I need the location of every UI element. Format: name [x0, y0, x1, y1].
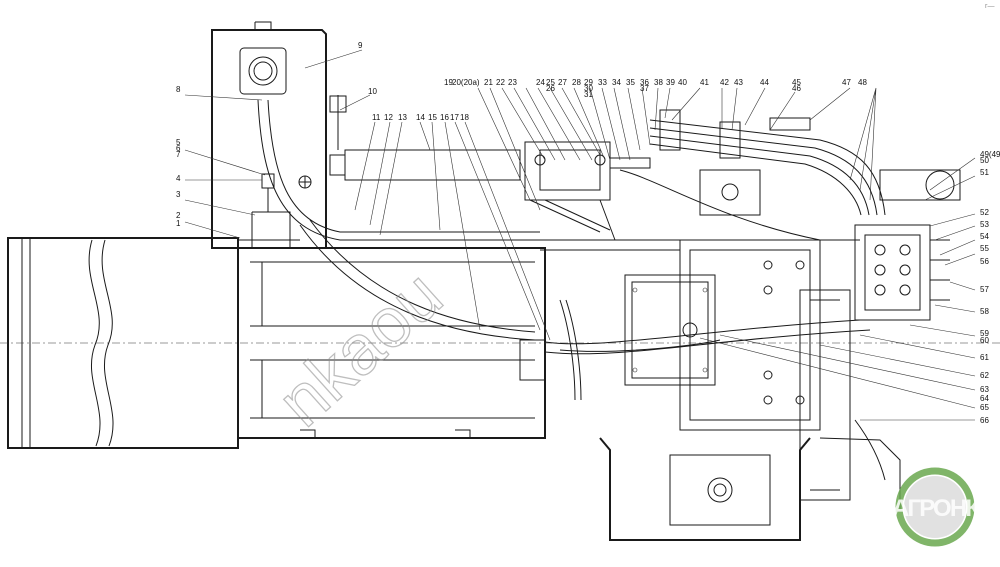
agronk-logo: АГРОНК	[892, 467, 980, 547]
callout-63: 64	[980, 394, 989, 403]
watermark-text: nkaou	[263, 256, 457, 442]
callout-57: 58	[980, 307, 989, 316]
callout-23: 23	[508, 78, 517, 87]
callout-13: 13	[398, 113, 407, 122]
callout-3: 3	[176, 190, 181, 199]
callout-59: 60	[980, 336, 989, 345]
callout-36: 37	[640, 84, 649, 93]
callout-52: 53	[980, 220, 989, 229]
callout-49: 50	[980, 156, 989, 165]
callout-16: 16	[440, 113, 449, 122]
callout-28: 28	[572, 78, 581, 87]
main-housing	[237, 247, 1000, 439]
callout-55: 56	[980, 257, 989, 266]
inspection-cover	[624, 274, 716, 386]
callout-21: 21	[484, 78, 493, 87]
callout-53: 54	[980, 232, 989, 241]
callout-37: 38	[654, 78, 663, 87]
callout-56: 57	[980, 285, 989, 294]
callout-7: 7	[176, 150, 181, 159]
callout-32: 33	[598, 78, 607, 87]
corner-mark: г—	[985, 3, 995, 10]
callout-58: 59	[980, 329, 989, 338]
left-axle-tube	[0, 237, 240, 449]
callout-45: 46	[792, 84, 801, 93]
callout-39: 40	[678, 78, 687, 87]
callout-41: 42	[720, 78, 729, 87]
callout-2: 2	[176, 211, 181, 220]
callout-46: 47	[842, 78, 851, 87]
callout-47: 48	[858, 78, 867, 87]
callout-60: 61	[980, 353, 989, 362]
callout-48: 49(49а, 49б)	[980, 150, 1000, 159]
callout-26: 26	[546, 84, 555, 93]
central-valve-block	[524, 141, 651, 241]
callout-38: 39	[666, 78, 675, 87]
callout-19: 19	[444, 78, 453, 87]
callout-9: 9	[358, 41, 363, 50]
upper-hose-bundle	[619, 109, 961, 241]
callout-43: 44	[760, 78, 769, 87]
callout-12: 12	[384, 113, 393, 122]
callout-40: 41	[700, 78, 709, 87]
callout-29: 29	[584, 78, 593, 87]
logo-text: АГРОНК	[892, 495, 980, 522]
callout-35: 36	[640, 78, 649, 87]
callout-4: 4	[176, 174, 181, 183]
bottom-housing	[599, 419, 901, 541]
callout-42: 43	[734, 78, 743, 87]
callout-14: 14	[416, 113, 425, 122]
callout-18: 18	[460, 113, 469, 122]
callout-64: 65	[980, 403, 989, 412]
callout-17: 17	[450, 113, 459, 122]
callout-27: 27	[558, 78, 567, 87]
callout-51: 52	[980, 208, 989, 217]
callout-44: 45	[792, 78, 801, 87]
callout-50: 51	[980, 168, 989, 177]
callout-54: 55	[980, 244, 989, 253]
callout-5: 5	[176, 138, 181, 147]
callout-22: 22	[496, 78, 505, 87]
callout-8: 8	[176, 85, 181, 94]
callout-62: 63	[980, 385, 989, 394]
callout-15: 15	[428, 113, 437, 122]
hydraulic-distributor	[854, 224, 950, 321]
callout-61: 62	[980, 371, 989, 380]
leader-lines	[184, 49, 976, 421]
oil-tank	[211, 21, 327, 249]
callout-1: 1	[176, 219, 181, 228]
callout-33: 34	[612, 78, 621, 87]
callout-24: 24	[536, 78, 545, 87]
callout-30: 30	[584, 84, 593, 93]
callout-6: 6	[176, 144, 181, 153]
callout-31: 31	[584, 90, 593, 99]
callout-65: 66	[980, 416, 989, 425]
right-frame	[679, 169, 851, 501]
callout-25: 25	[546, 78, 555, 87]
callout-10: 10	[368, 87, 377, 96]
callout-20: 20(20а)	[452, 78, 480, 87]
callout-11: 11	[372, 113, 381, 122]
tank-bracket	[238, 173, 300, 248]
callout-34: 35	[626, 78, 635, 87]
